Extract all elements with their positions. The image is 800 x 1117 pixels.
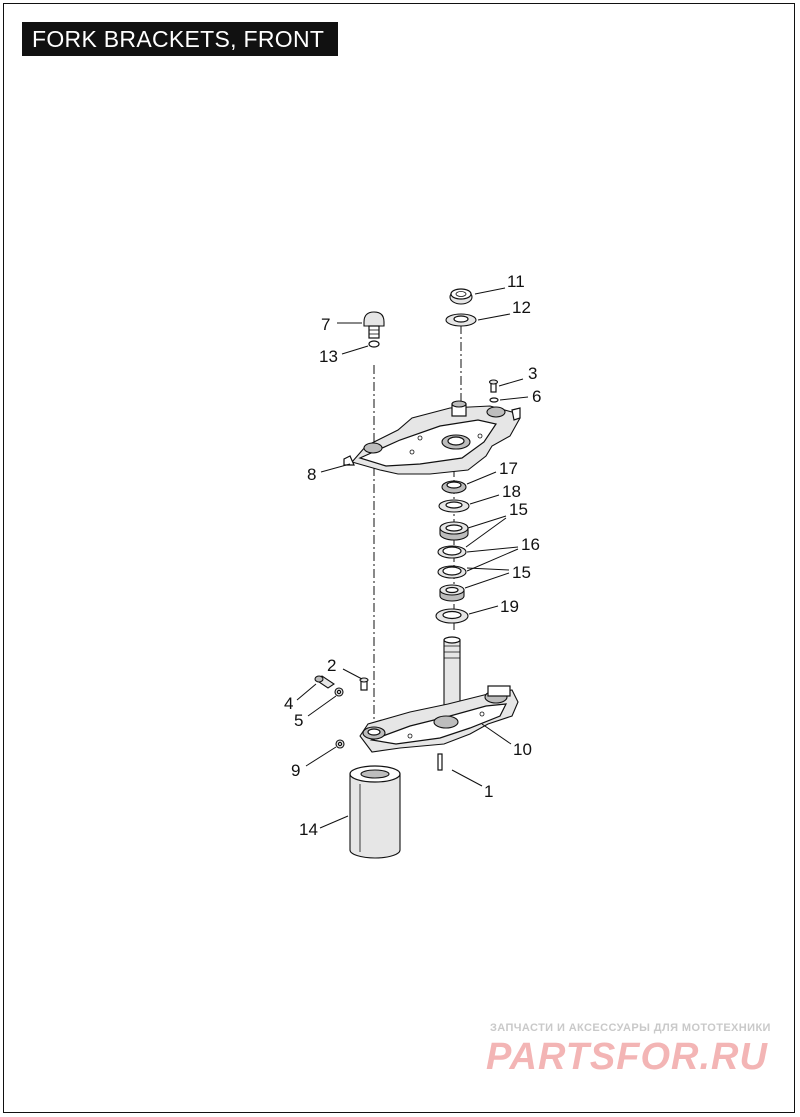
callout-10: 10 bbox=[513, 740, 532, 759]
callout-1: 1 bbox=[484, 782, 493, 801]
callout-15-upper: 15 bbox=[509, 500, 528, 519]
part-6-lock-washer bbox=[489, 397, 499, 403]
leader-13 bbox=[341, 345, 369, 355]
part-3-screw bbox=[488, 379, 499, 393]
watermark-caption: ЗАПЧАСТИ И АКСЕССУАРЫ ДЛЯ МОТОТЕХНИКИ bbox=[490, 1022, 771, 1034]
callout-16: 16 bbox=[521, 535, 540, 554]
part-17-adjusting-nut bbox=[441, 480, 467, 494]
callout-6: 6 bbox=[532, 387, 541, 406]
leader-14 bbox=[319, 815, 349, 829]
leader-2 bbox=[342, 668, 363, 680]
leader-3 bbox=[498, 378, 524, 387]
part-1-pin bbox=[437, 753, 443, 771]
leader-15a-2 bbox=[465, 517, 507, 548]
part-12-washer bbox=[445, 313, 477, 327]
leader-12 bbox=[477, 313, 511, 321]
leader-11 bbox=[474, 287, 506, 295]
part-5-nut bbox=[334, 687, 344, 697]
callout-17: 17 bbox=[499, 459, 518, 478]
part-16-lower-bearing-cup bbox=[437, 565, 467, 579]
leader-18 bbox=[469, 494, 500, 505]
leader-6 bbox=[499, 396, 529, 401]
leader-9 bbox=[305, 746, 337, 767]
callout-3: 3 bbox=[528, 364, 537, 383]
callout-8: 8 bbox=[307, 465, 316, 484]
part-19-seal bbox=[435, 608, 469, 624]
leader-15a-1 bbox=[467, 515, 507, 529]
part-11-stem-nut bbox=[449, 288, 473, 305]
callout-5: 5 bbox=[294, 711, 303, 730]
callout-13: 13 bbox=[319, 347, 338, 366]
part-9-plug bbox=[335, 739, 345, 749]
callout-7: 7 bbox=[321, 315, 330, 334]
leader-8 bbox=[320, 463, 351, 473]
part-8-upper-fork-bracket bbox=[343, 400, 521, 475]
callout-12: 12 bbox=[512, 298, 531, 317]
leader-4 bbox=[296, 683, 317, 701]
part-15-upper-bearing bbox=[439, 521, 469, 541]
callout-9: 9 bbox=[291, 761, 300, 780]
part-7-fork-cap-bolt bbox=[363, 311, 385, 339]
leader-15b-2 bbox=[464, 572, 510, 589]
callout-2: 2 bbox=[327, 656, 336, 675]
leader-5 bbox=[307, 695, 337, 717]
page-frame bbox=[3, 3, 795, 1113]
callout-19: 19 bbox=[500, 597, 519, 616]
leader-16-1 bbox=[466, 546, 519, 553]
leader-10 bbox=[481, 723, 512, 745]
part-2-screw bbox=[359, 677, 369, 691]
callout-18: 18 bbox=[502, 482, 521, 501]
callout-4: 4 bbox=[284, 694, 293, 713]
watermark-logo: PARTSFOR.RU bbox=[486, 1036, 768, 1078]
leader-1 bbox=[451, 769, 483, 787]
part-4-pinch-bolt bbox=[314, 675, 335, 689]
part-10-lower-fork-bracket bbox=[359, 636, 519, 753]
callout-14: 14 bbox=[299, 820, 318, 839]
part-16-upper-bearing-cup bbox=[437, 545, 467, 559]
page-title: FORK BRACKETS, FRONT bbox=[22, 22, 339, 56]
leader-19 bbox=[468, 605, 499, 615]
callout-11: 11 bbox=[507, 272, 525, 291]
part-18-dust-shield bbox=[438, 499, 470, 513]
part-13-o-ring bbox=[368, 340, 380, 348]
leader-17 bbox=[466, 471, 497, 485]
leader-15b-1 bbox=[466, 567, 510, 571]
leader-16-2 bbox=[466, 548, 519, 572]
part-15-lower-bearing bbox=[439, 584, 465, 602]
part-14-slider-cover bbox=[349, 765, 401, 859]
callout-15-lower: 15 bbox=[512, 563, 531, 582]
